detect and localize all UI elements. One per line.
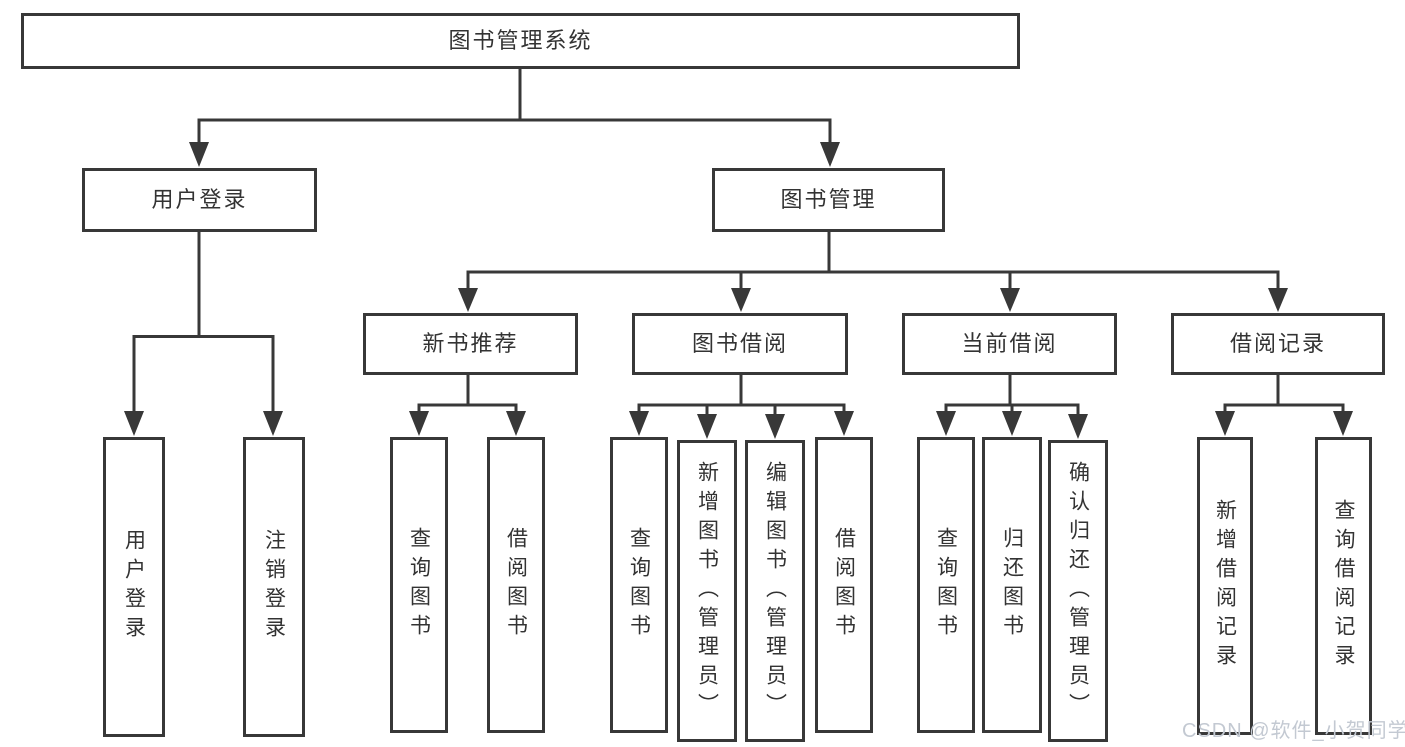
- node-book-borrow: 图书借阅: [632, 313, 848, 375]
- node-new-book-recommend: 新书推荐: [363, 313, 578, 375]
- leaf-edit-book-admin: 编辑图书（管理员）: [745, 440, 805, 742]
- arrow-down-icon: [1002, 411, 1022, 436]
- arrow-down-icon: [834, 411, 854, 436]
- connector-user-login-children: [124, 232, 283, 436]
- node-user-login: 用户登录: [82, 168, 317, 232]
- arrow-down-icon: [765, 414, 785, 439]
- leaf-current-query-book: 查询图书: [917, 437, 975, 733]
- connector-root-to-branches: [189, 68, 840, 167]
- leaf-add-borrow-record: 新增借阅记录: [1197, 437, 1253, 735]
- node-current-borrow: 当前借阅: [902, 313, 1117, 375]
- connector-borrow-record-children: [1215, 375, 1353, 436]
- arrow-down-icon: [731, 288, 751, 312]
- arrow-down-icon: [263, 411, 283, 436]
- leaf-confirm-return-admin: 确认归还（管理员）: [1048, 440, 1108, 742]
- leaf-borrow-borrow-book: 借阅图书: [815, 437, 873, 733]
- arrow-down-icon: [409, 411, 429, 436]
- node-book-management: 图书管理: [712, 168, 945, 232]
- leaf-user-login: 用户登录: [103, 437, 165, 737]
- arrow-down-icon: [189, 142, 209, 167]
- connector-new-book-recommend-children: [409, 375, 526, 436]
- arrow-down-icon: [697, 414, 717, 439]
- arrow-down-icon: [124, 411, 144, 436]
- arrow-down-icon: [1268, 288, 1288, 312]
- leaf-borrow-query-book: 查询图书: [610, 437, 668, 733]
- arrow-down-icon: [1215, 411, 1235, 436]
- leaf-recommend-query-book: 查询图书: [390, 437, 448, 733]
- arrow-down-icon: [458, 288, 478, 312]
- arrow-down-icon: [936, 411, 956, 436]
- csdn-watermark: CSDN @软件_小贺同学: [1182, 720, 1405, 742]
- connector-current-borrow-children: [936, 375, 1088, 439]
- node-library-management-system: 图书管理系统: [21, 13, 1020, 69]
- arrow-down-icon: [1068, 414, 1088, 439]
- connector-book-management-children: [458, 232, 1288, 312]
- arrow-down-icon: [820, 142, 840, 167]
- leaf-return-book: 归还图书: [982, 437, 1042, 733]
- arrow-down-icon: [1333, 411, 1353, 436]
- arrow-down-icon: [629, 411, 649, 436]
- arrow-down-icon: [506, 411, 526, 436]
- leaf-logout-login: 注销登录: [243, 437, 305, 737]
- leaf-recommend-borrow-book: 借阅图书: [487, 437, 545, 733]
- connector-book-borrow-children: [629, 375, 854, 439]
- leaf-add-book-admin: 新增图书（管理员）: [677, 440, 737, 742]
- node-borrow-record: 借阅记录: [1171, 313, 1385, 375]
- leaf-query-borrow-record: 查询借阅记录: [1315, 437, 1372, 735]
- arrow-down-icon: [1000, 288, 1020, 312]
